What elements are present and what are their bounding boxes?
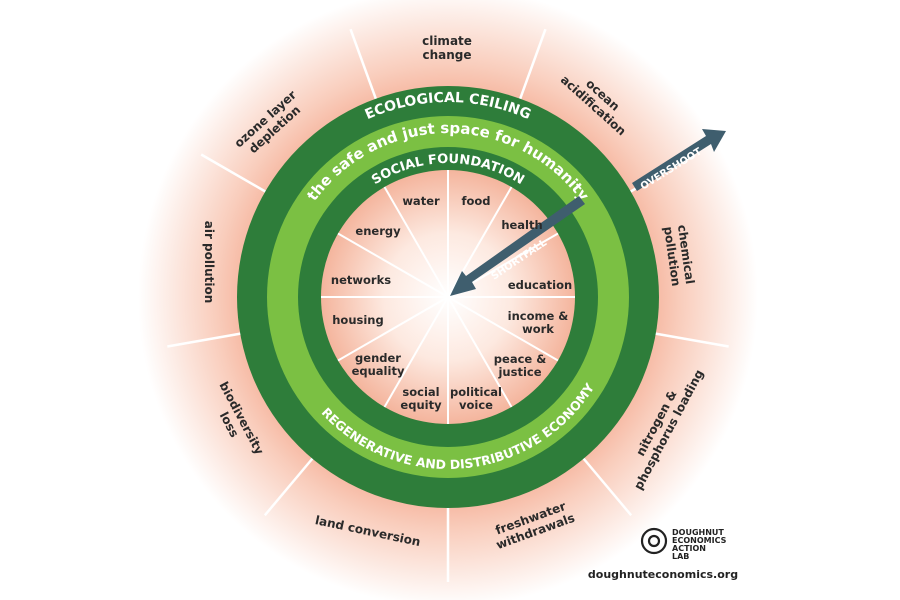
- social-labels: water food health education income &work…: [331, 194, 572, 412]
- label-income-work: income &work: [508, 309, 569, 336]
- social-dividers: [321, 170, 575, 424]
- ecological-divider: [200, 153, 267, 194]
- social-divider: [337, 296, 449, 362]
- ecological-divider: [167, 332, 242, 348]
- ecological-divider: [263, 457, 314, 517]
- label-health: health: [501, 218, 542, 232]
- label-education: education: [508, 278, 572, 292]
- label-energy: energy: [355, 224, 401, 238]
- label-air-pollution: air pollution: [202, 221, 216, 304]
- social-divider: [337, 232, 449, 298]
- ecological-divider: [654, 332, 729, 348]
- ecological-divider: [518, 28, 547, 101]
- label-networks: networks: [331, 273, 391, 287]
- label-peace-justice: peace &justice: [494, 352, 546, 379]
- label-food: food: [461, 194, 490, 208]
- social-divider: [383, 296, 449, 408]
- website-link: doughnuteconomics.org: [588, 568, 738, 581]
- label-chemical-pollution: chemicalpollution: [661, 224, 697, 288]
- social-divider: [447, 296, 559, 362]
- social-divider: [447, 296, 513, 408]
- label-water: water: [402, 194, 440, 208]
- label-housing: housing: [332, 313, 383, 327]
- ecological-divider: [582, 457, 633, 517]
- logo-ring-icon: [640, 527, 668, 555]
- social-divider: [383, 186, 449, 298]
- ecological-divider: [349, 28, 378, 101]
